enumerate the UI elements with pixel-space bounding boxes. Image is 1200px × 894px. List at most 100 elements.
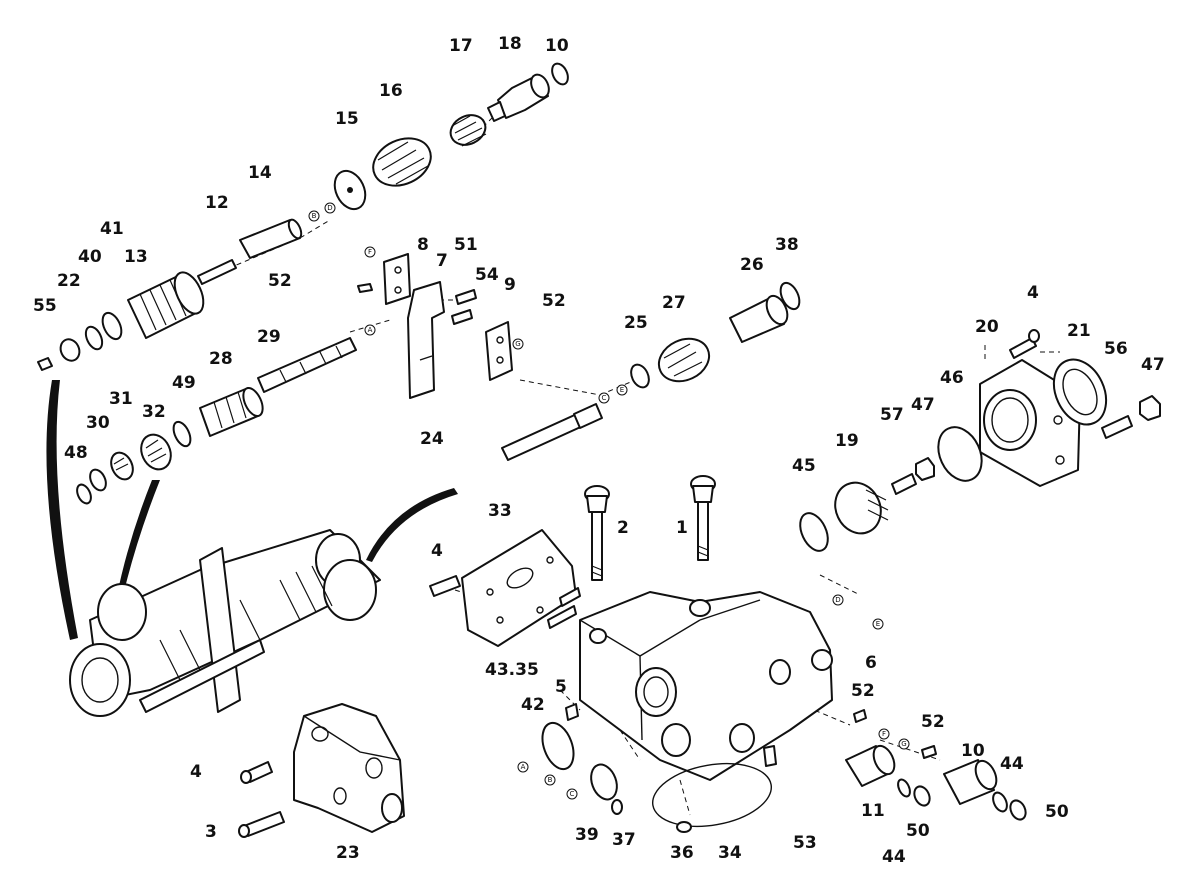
part-38-ring [779,281,801,311]
callout-43-35: 43.35 [485,660,539,680]
part-25-retainer [630,363,650,389]
part-44-ring-left [897,778,911,798]
part-24-rod [501,403,603,461]
callout-57: 57 [880,405,904,425]
part-53-pin [763,745,777,767]
callout-44-left: 44 [882,847,906,867]
callout-52-right: 52 [851,681,875,701]
callout-28: 28 [209,349,233,369]
part-27-spring [657,337,711,383]
part-32-spring [140,433,172,471]
part-18-plug [487,73,550,122]
marker-C-bottom: C [566,788,578,800]
svg-text:F: F [368,248,372,256]
part-29-spool [257,337,357,393]
part-22-cap [59,338,81,362]
callout-48: 48 [64,443,88,463]
svg-text:G: G [901,740,906,748]
callout-40: 40 [78,247,102,267]
callout-10: 10 [545,36,569,56]
part-30-ring [89,468,107,492]
callout-45: 45 [792,456,816,476]
marker-B-bottom: B [544,774,556,786]
part-15-spring-large [372,137,432,187]
part-40-ring [84,325,104,351]
marker-F-top: F [364,246,376,258]
part-55-pin [37,357,53,371]
svg-text:A: A [521,763,526,771]
callout-36: 36 [670,843,694,863]
part-44-ring-right [992,791,1008,813]
marker-E-mid: E [616,384,628,396]
callout-52-mid: 52 [542,291,566,311]
part-7-lever [407,281,445,399]
part-11-sleeve [845,744,896,787]
callout-13: 13 [124,247,148,267]
callout-52-top: 52 [268,271,292,291]
part-19-plug [834,481,889,535]
letter-markers: B D F A G C E A B C D E F G [308,202,910,800]
callout-18: 18 [498,34,522,54]
callout-21: 21 [1067,321,1091,341]
callout-16: 16 [379,81,403,101]
callout-44-right: 44 [1000,754,1024,774]
callout-39: 39 [575,825,599,845]
assembled-view [46,380,458,717]
marker-G-mid: G [512,338,524,350]
callout-17: 17 [449,36,473,56]
callout-51: 51 [454,235,478,255]
callout-46: 46 [940,368,964,388]
marker-D-right: D [832,594,844,606]
callout-30: 30 [86,413,110,433]
callout-7: 7 [436,251,448,271]
callout-15: 15 [335,109,359,129]
part-callouts: 17 18 10 16 15 14 12 41 40 13 22 55 8 51… [33,34,1165,867]
svg-text:D: D [327,204,332,212]
callout-1: 1 [676,518,688,538]
part-17-spring-small [449,114,487,147]
svg-text:C: C [602,394,607,402]
callout-20: 20 [975,317,999,337]
callout-27: 27 [662,293,686,313]
part-50-ring-right [1009,799,1027,821]
callout-47-mid: 47 [911,395,935,415]
callout-26: 26 [740,255,764,275]
part-34-oring [651,762,773,828]
part-31-spring-small [110,451,134,481]
svg-text:B: B [312,212,317,220]
svg-text:B: B [548,776,553,784]
part-37-plug [611,799,623,815]
callout-25: 25 [624,313,648,333]
part-52-pin-small [357,283,373,293]
part-3-bolt [238,811,285,838]
part-42-oring [541,721,575,771]
part-10-oring-top [551,62,569,86]
callout-32: 32 [142,402,166,422]
part-33-plate [461,529,577,647]
part-12-sleeve [239,218,303,259]
callout-52-lower: 52 [921,712,945,732]
callout-31: 31 [109,389,133,409]
marker-D-top: D [324,202,336,214]
part-6-valve-body [579,591,833,781]
callout-55: 55 [33,296,57,316]
callout-5: 5 [555,677,567,697]
svg-text:C: C [570,790,575,798]
svg-text:D: D [835,596,840,604]
part-52-pins-right [853,709,937,759]
callout-11: 11 [861,801,885,821]
part-45-ring [799,512,829,552]
callout-34: 34 [718,843,742,863]
callout-24: 24 [420,429,444,449]
part-21-seal [1052,358,1108,426]
marker-G-right: G [898,738,910,750]
callout-41: 41 [100,219,124,239]
part-4-bolt-right [1009,329,1040,359]
callout-4-lower: 4 [190,762,202,782]
callout-54: 54 [475,265,499,285]
part-14-retainer [333,169,367,211]
part-51-pin [451,289,477,325]
callout-9: 9 [504,275,516,295]
callout-12: 12 [205,193,229,213]
